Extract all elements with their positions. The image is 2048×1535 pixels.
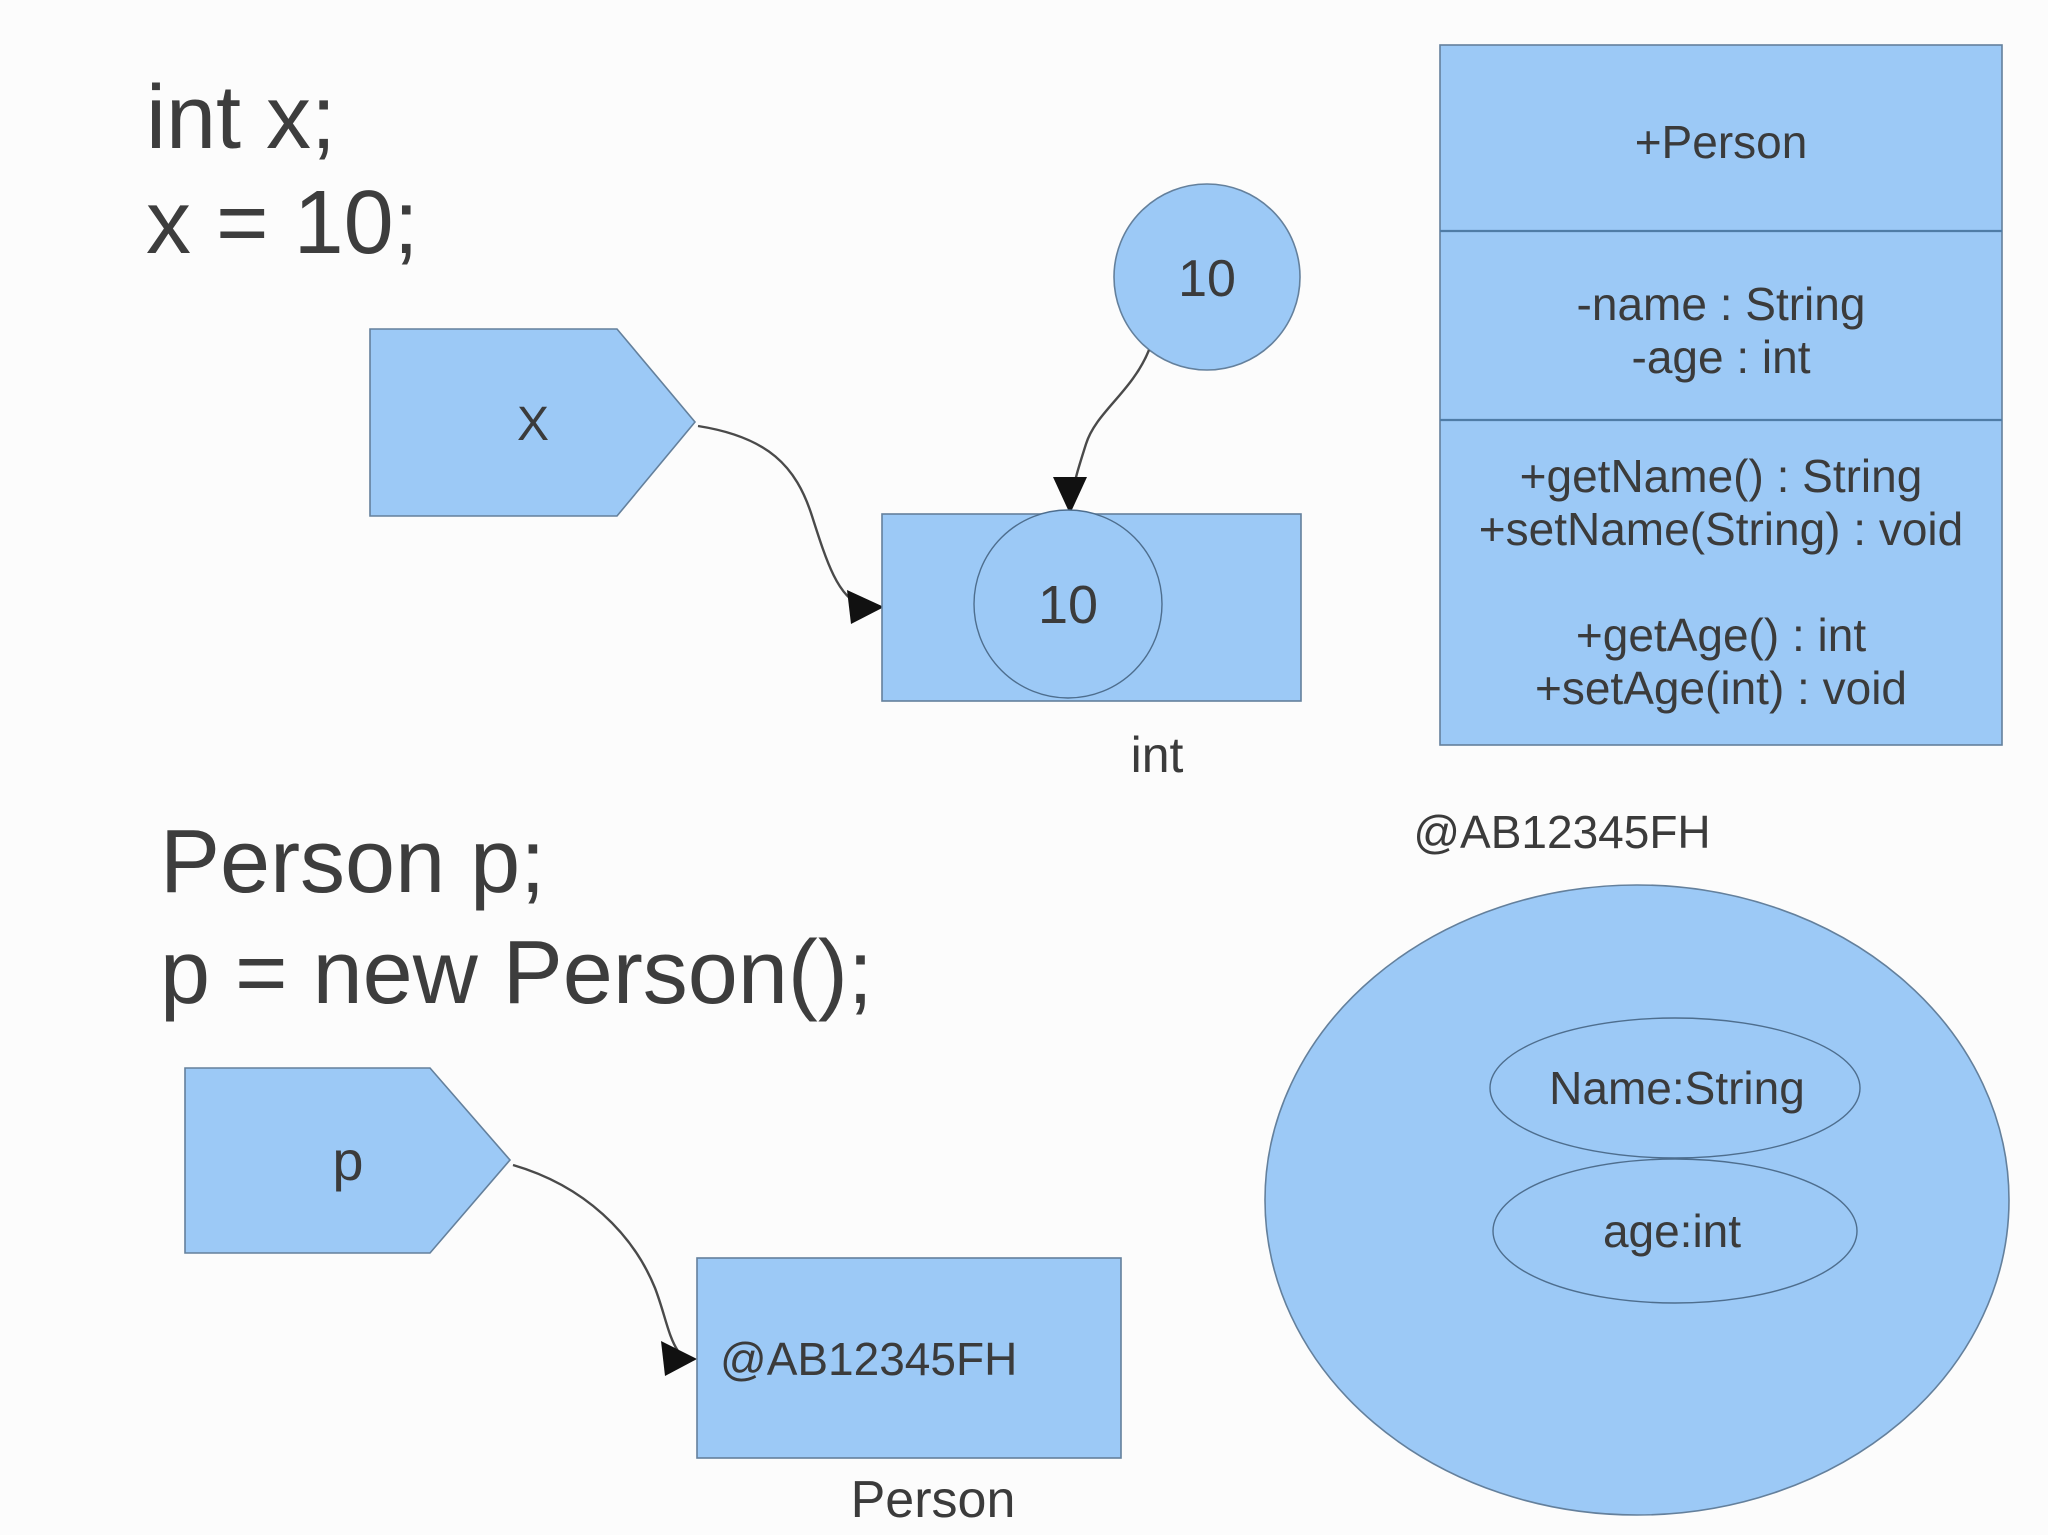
field-name-label: Name:String bbox=[1549, 1062, 1805, 1114]
variable-tag-x-shape bbox=[369, 328, 697, 517]
literal-value-label: 10 bbox=[1178, 250, 1236, 308]
uml-method-getage: +getAge() : int bbox=[1576, 609, 1866, 661]
stored-value-circle bbox=[973, 509, 1163, 699]
code-person-line2: p = new Person(); bbox=[160, 923, 873, 1023]
uml-class-name: +Person bbox=[1635, 116, 1808, 168]
person-memory-cell bbox=[696, 1257, 1122, 1459]
uml-method-setname: +setName(String) : void bbox=[1479, 503, 1963, 555]
uml-attribute-name: -name : String bbox=[1577, 278, 1866, 330]
person-reference-label: @AB12345FH bbox=[720, 1333, 1017, 1385]
field-age-ellipse bbox=[1492, 1158, 1858, 1304]
code-int-line1: int x; bbox=[146, 68, 336, 168]
variable-tag-p-label: p bbox=[332, 1129, 363, 1192]
int-assignment-group: int x; x = 10; X 10 10 int bbox=[146, 68, 1302, 783]
field-age-label: age:int bbox=[1603, 1205, 1741, 1257]
variable-tag-p-shape bbox=[184, 1067, 512, 1254]
int-type-label: int bbox=[1131, 727, 1184, 783]
stored-value-label: 10 bbox=[1038, 575, 1098, 635]
code-person-line1: Person p; bbox=[160, 812, 545, 912]
person-type-label: Person bbox=[851, 1471, 1016, 1529]
uml-method-setage: +setAge(int) : void bbox=[1535, 662, 1907, 714]
field-name-ellipse bbox=[1489, 1017, 1861, 1159]
person-assignment-group: Person p; p = new Person(); p @AB12345FH… bbox=[160, 812, 1122, 1529]
arrow-p-to-object bbox=[512, 1163, 680, 1352]
uml-attribute-age: -age : int bbox=[1632, 331, 1811, 383]
uml-class-box-group: +Person -name : String -age : int +getNa… bbox=[1413, 44, 2003, 858]
arrowhead-p-to-object-icon bbox=[661, 1341, 697, 1376]
variable-tag-x-label: X bbox=[517, 398, 549, 451]
uml-class-box bbox=[1439, 44, 2003, 746]
arrow-literal-to-cell bbox=[1070, 349, 1151, 497]
uml-method-getname: +getName() : String bbox=[1520, 450, 1923, 502]
arrow-x-to-cell bbox=[697, 424, 863, 608]
arrowhead-literal-to-cell-icon bbox=[1053, 477, 1087, 514]
uml-object-id-label: @AB12345FH bbox=[1413, 806, 1710, 858]
arrowhead-x-to-cell-icon bbox=[847, 590, 884, 624]
person-object-group: Name:String age:int bbox=[1264, 884, 2010, 1516]
literal-value-circle bbox=[1113, 183, 1301, 371]
code-int-line2: x = 10; bbox=[146, 173, 419, 273]
